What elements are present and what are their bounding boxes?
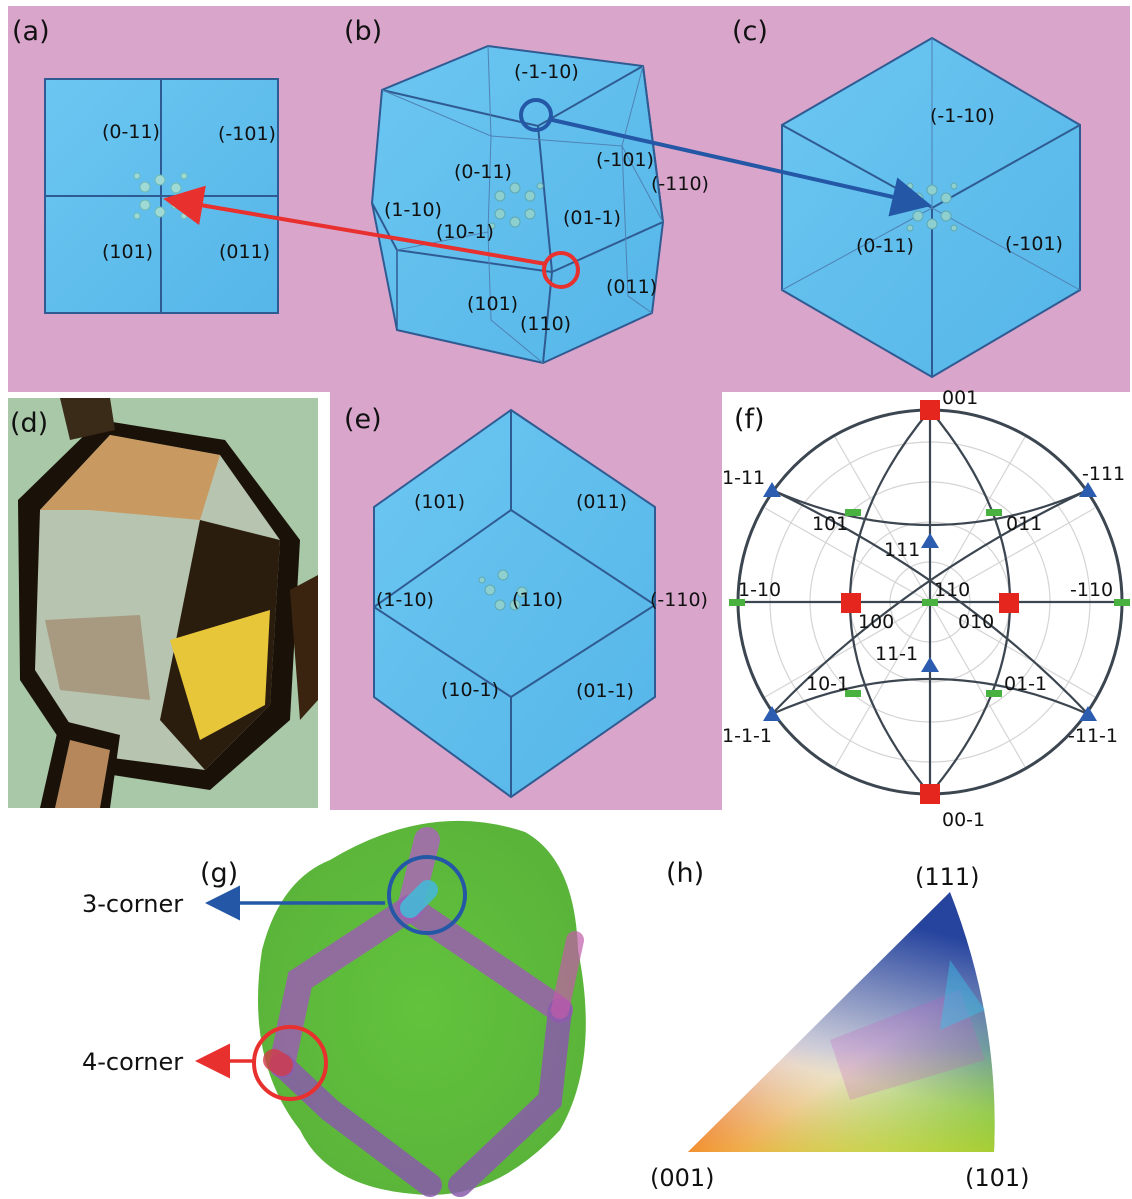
pole-square	[920, 784, 940, 804]
face-label: (1-10)	[384, 199, 442, 221]
panel-e	[373, 408, 657, 799]
face-label: (0-11)	[856, 235, 914, 257]
pole-square	[920, 400, 940, 420]
molecule-icon	[478, 569, 528, 611]
face-label: (101)	[467, 293, 518, 315]
pole-label: 00-1	[942, 809, 985, 831]
blue-arrow	[547, 117, 932, 217]
pole-square	[999, 593, 1019, 613]
face-label: (011)	[219, 241, 270, 263]
pole-label: 100	[858, 611, 894, 633]
pole-label: -111	[1082, 463, 1125, 485]
face-label: (01-1)	[576, 680, 634, 702]
molecule-icon	[488, 182, 544, 230]
pole-label: 1-1-1	[722, 725, 772, 747]
face-label: (-110)	[651, 173, 709, 195]
pole-label: 1-10	[738, 579, 781, 601]
annotation-3-corner: 3-corner	[82, 890, 183, 918]
poles	[729, 400, 1130, 804]
face-label: (0-11)	[454, 161, 512, 183]
panel-label-h: (h)	[666, 858, 704, 889]
ipf-corner-001: (001)	[650, 1164, 715, 1192]
face-label: (101)	[414, 491, 465, 513]
face-label: (-110)	[650, 589, 708, 611]
4-corner-circle	[252, 1025, 328, 1101]
face-label: (110)	[520, 313, 571, 335]
pole-label: 001	[942, 387, 978, 409]
pole-label: 01-1	[1004, 673, 1047, 695]
face-label: (-1-10)	[930, 105, 995, 127]
panel-label-e: (e)	[344, 404, 382, 435]
panel-b	[370, 44, 665, 365]
face-label: (-101)	[1005, 233, 1063, 255]
panel-g	[195, 820, 586, 1197]
face-label: (101)	[102, 241, 153, 263]
color-mapped-crystal	[257, 820, 586, 1195]
face-label: (110)	[512, 589, 563, 611]
pole-label: 111	[884, 539, 920, 561]
ipf-corner-111: (111)	[915, 863, 980, 891]
red-highlight-circle	[542, 251, 580, 289]
face-label: (-1-10)	[514, 61, 579, 83]
panel-d	[8, 398, 318, 808]
pole-label: 010	[958, 611, 994, 633]
annotation-4-corner: 4-corner	[82, 1048, 183, 1076]
face-label: (-101)	[218, 123, 276, 145]
ipf-corner-101: (101)	[965, 1164, 1030, 1192]
panel-label-g: (g)	[200, 858, 238, 889]
face-label: (10-1)	[436, 221, 494, 243]
panel-label-c: (c)	[732, 16, 768, 47]
pole-label: 011	[1006, 513, 1042, 535]
pole-label: 11-1	[875, 643, 918, 665]
pole-label: 110	[934, 579, 970, 601]
panel-label-f: (f)	[734, 404, 765, 435]
face-label: (1-10)	[376, 589, 434, 611]
panel-label-a: (a)	[12, 16, 50, 47]
pole-label: 10-1	[806, 673, 849, 695]
panel-label-b: (b)	[344, 16, 382, 47]
face-label: (0-11)	[102, 121, 160, 143]
pole-square	[841, 593, 861, 613]
face-label: (011)	[606, 276, 657, 298]
face-label: (-101)	[596, 149, 654, 171]
face-label: (10-1)	[441, 679, 499, 701]
red-arrow	[163, 185, 547, 266]
panel-a	[44, 78, 279, 314]
pole-label: 1-11	[722, 467, 765, 489]
panel-f	[722, 392, 1130, 810]
blue-highlight-circle	[519, 98, 553, 132]
3-corner-circle	[387, 855, 467, 935]
panel-h	[688, 892, 995, 1152]
pole-label: -110	[1070, 579, 1113, 601]
panel-label-d: (d)	[10, 408, 48, 439]
pole-label: 101	[812, 513, 848, 535]
face-label: (011)	[576, 491, 627, 513]
pole-label: -11-1	[1068, 725, 1118, 747]
face-label: (01-1)	[563, 207, 621, 229]
edge-bands	[263, 827, 584, 1197]
